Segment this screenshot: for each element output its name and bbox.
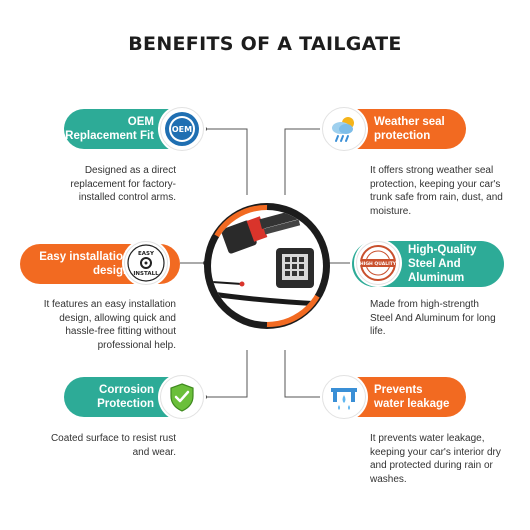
feature-high-quality-description: Made from high-strength Steel And Alumin… bbox=[370, 298, 520, 339]
easy-install-icon: EASY INSTALL bbox=[124, 241, 168, 285]
desc-line: and wear. bbox=[132, 446, 176, 458]
feature-weather-title-line2: protection bbox=[374, 130, 431, 142]
weather-icon bbox=[322, 107, 366, 151]
page-title: BENEFITS OF A TAILGATE bbox=[128, 33, 402, 55]
feature-weather-title-line1: Weather seal bbox=[374, 116, 445, 128]
feature-water-leak-title-line2: water leakage bbox=[374, 398, 450, 410]
water-leak-icon bbox=[322, 375, 366, 419]
desc-line: professional help. bbox=[97, 339, 176, 351]
feature-oem-title-line2: Replacement Fit bbox=[65, 130, 154, 142]
oem-badge-icon: OEM bbox=[160, 107, 204, 151]
desc-line: hassle-free fitting without bbox=[65, 326, 176, 337]
feature-oem-description: Designed as a direct replacement for fac… bbox=[30, 164, 176, 205]
desc-line: protection, keeping your car's bbox=[370, 178, 501, 190]
feature-easy-install-description: It features an easy installation design,… bbox=[28, 298, 176, 352]
feature-water-leak-description: It prevents water leakage, keeping your … bbox=[370, 432, 520, 486]
easy-badge-bottom-text: INSTALL bbox=[133, 271, 159, 277]
product-image bbox=[204, 203, 330, 329]
desc-line: trunk safe from rain, dust, and bbox=[370, 192, 503, 203]
feature-high-quality-title-line1: High-Quality bbox=[408, 244, 477, 256]
feature-high-quality-title-line2: Steel And bbox=[408, 258, 461, 270]
desc-line: Made from high-strength bbox=[370, 299, 479, 310]
desc-line: Designed as a direct bbox=[84, 165, 176, 176]
feature-corrosion-title-line2: Protection bbox=[97, 398, 154, 410]
feature-water-leak-title-line1: Prevents bbox=[374, 384, 423, 396]
desc-line: Coated surface to resist rust bbox=[50, 433, 176, 444]
desc-line: keeping your car's interior dry bbox=[370, 446, 501, 458]
desc-line: Steel And Aluminum for long bbox=[370, 312, 496, 324]
desc-line: installed control arms. bbox=[78, 192, 176, 203]
easy-badge-top-text: EASY bbox=[138, 251, 155, 257]
feature-easy-install-title-line2: design bbox=[92, 265, 130, 277]
desc-line: It prevents water leakage, bbox=[370, 433, 485, 444]
shield-check-icon bbox=[160, 375, 204, 419]
desc-line: design, allowing quick and bbox=[59, 312, 176, 324]
desc-line: washes. bbox=[370, 473, 407, 485]
desc-line: and protected during rain or bbox=[370, 460, 493, 471]
desc-line: life. bbox=[370, 326, 386, 337]
feature-high-quality-title-line3: Aluminum bbox=[408, 272, 465, 284]
feature-weather-description: It offers strong weather seal protection… bbox=[370, 164, 520, 218]
desc-line: It features an easy installation bbox=[43, 299, 176, 310]
desc-line: replacement for factory- bbox=[70, 178, 176, 190]
feature-oem-title-line1: OEM bbox=[127, 116, 154, 128]
high-quality-stamp-icon: HIGH QUALITY bbox=[356, 241, 400, 285]
oem-badge-text: OEM bbox=[172, 125, 192, 134]
feature-corrosion-description: Coated surface to resist rust and wear. bbox=[30, 432, 176, 459]
feature-corrosion-title-line1: Corrosion bbox=[99, 384, 154, 396]
desc-line: moisture. bbox=[370, 205, 412, 217]
feature-easy-install-title-line1: Easy installation bbox=[39, 251, 130, 263]
high-quality-badge-text: HIGH QUALITY bbox=[360, 261, 397, 267]
desc-line: It offers strong weather seal bbox=[370, 165, 494, 176]
